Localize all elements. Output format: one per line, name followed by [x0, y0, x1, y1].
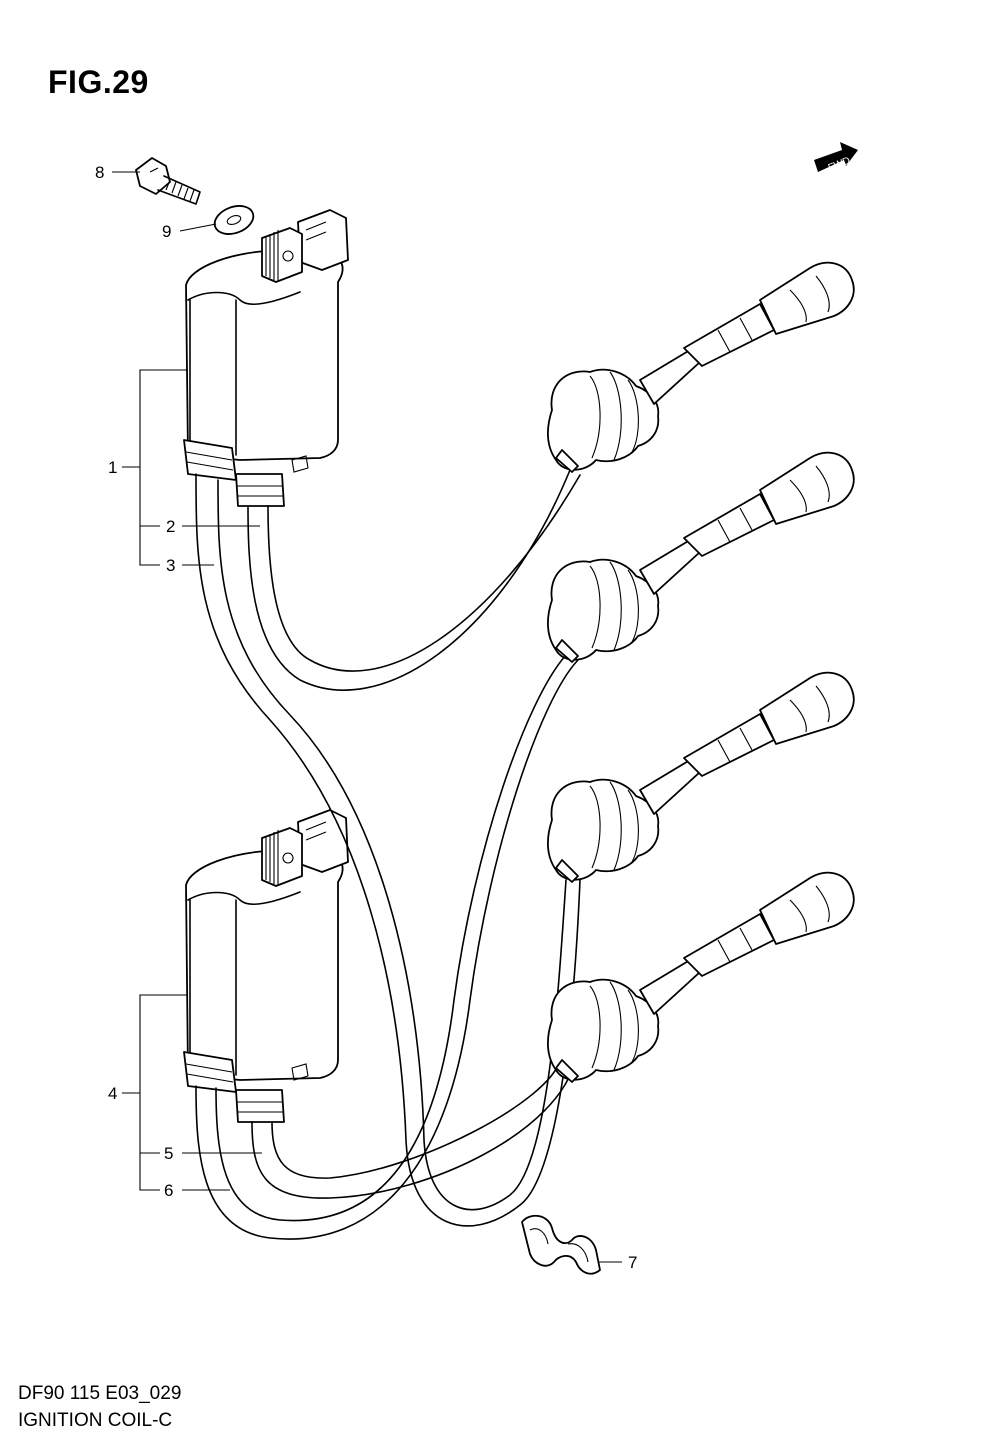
spark-plug-cap-1: [547, 261, 855, 473]
callout-5: 5: [164, 1144, 173, 1163]
callout-1: 1: [108, 458, 117, 477]
drawing-code: DF90 115 E03_029: [18, 1383, 182, 1404]
callout-7: 7: [628, 1253, 637, 1272]
callout-4: 4: [108, 1084, 117, 1103]
callout-3: 3: [166, 556, 175, 575]
spark-plug-caps: [547, 261, 855, 1083]
spark-plug-cap-3: [547, 671, 855, 883]
spark-plug-cap-4: [547, 871, 855, 1083]
cord-clamp-part: [521, 1214, 601, 1275]
drawing-name: IGNITION COIL-C: [18, 1410, 173, 1431]
callout-labels: 8 9 1 2 3 4 5 6 7: [95, 163, 637, 1272]
upper-ignition-coil: [183, 209, 349, 507]
upper-high-tension-cords: [195, 469, 581, 1227]
bolt-part: [135, 157, 201, 205]
figure-title: FIG.29: [48, 64, 149, 100]
lower-high-tension-cords: [195, 654, 579, 1240]
callout-6: 6: [164, 1181, 173, 1200]
callout-8: 8: [95, 163, 104, 182]
callout-2: 2: [166, 517, 175, 536]
fwd-arrow-icon: FWD: [814, 142, 858, 174]
washer-part: [213, 205, 255, 235]
spark-plug-cap-2: [547, 451, 855, 663]
callout-9: 9: [162, 222, 171, 241]
lower-ignition-coil: [183, 809, 349, 1123]
leader-lines: [112, 171, 622, 1263]
